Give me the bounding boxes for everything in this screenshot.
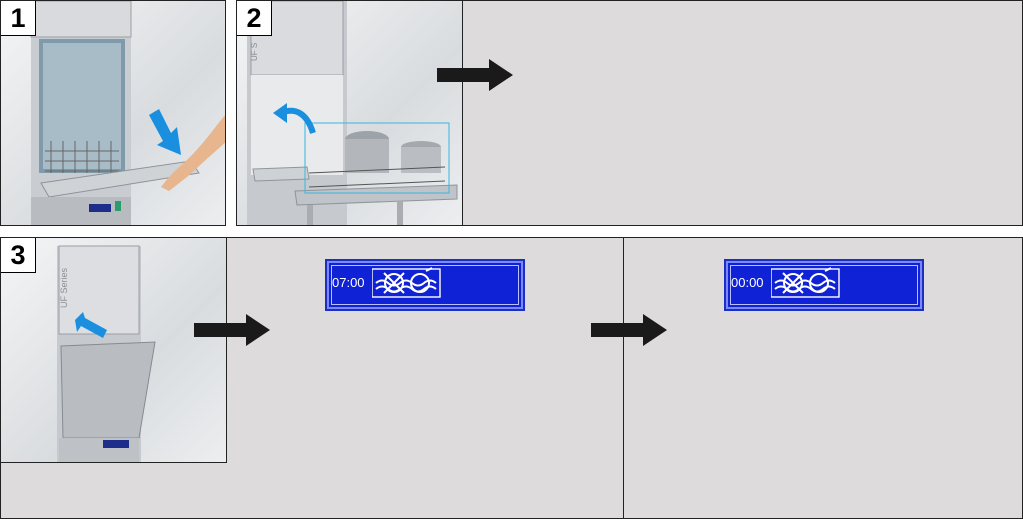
step-2-photo: UF S 2 [237, 1, 463, 225]
right-arrow-icon [591, 314, 667, 346]
control-display-end: 00:00 [724, 259, 924, 311]
step-1-photo: 1 [0, 0, 226, 226]
uf-series-logo: UF Series [59, 267, 69, 308]
wash-cycle-icon [372, 267, 441, 298]
display-time: 07:00 [332, 275, 365, 290]
display-time: 00:00 [731, 275, 764, 290]
wash-cycle-icon [771, 267, 840, 298]
step-number-badge: 3 [1, 238, 36, 273]
step-2-panel: UF S 2 [236, 0, 1023, 226]
control-display-start: 07:00 [325, 259, 525, 311]
right-arrow-icon [437, 59, 513, 91]
dishwasher-rack-illustration: UF S [247, 1, 458, 225]
dishwasher-closing-hood-illustration: UF Series [57, 245, 156, 462]
step-number-badge: 2 [237, 1, 272, 36]
right-arrow-icon [194, 314, 270, 346]
svg-text:UF S: UF S [250, 43, 259, 61]
step-3-panel: UF Series 3 07:00 00:0 [0, 237, 1023, 519]
dishwasher-open-door-illustration [30, 1, 225, 225]
panel-divider [623, 238, 624, 518]
step-3-photo: UF Series 3 [1, 238, 227, 463]
step-number-badge: 1 [1, 1, 36, 36]
